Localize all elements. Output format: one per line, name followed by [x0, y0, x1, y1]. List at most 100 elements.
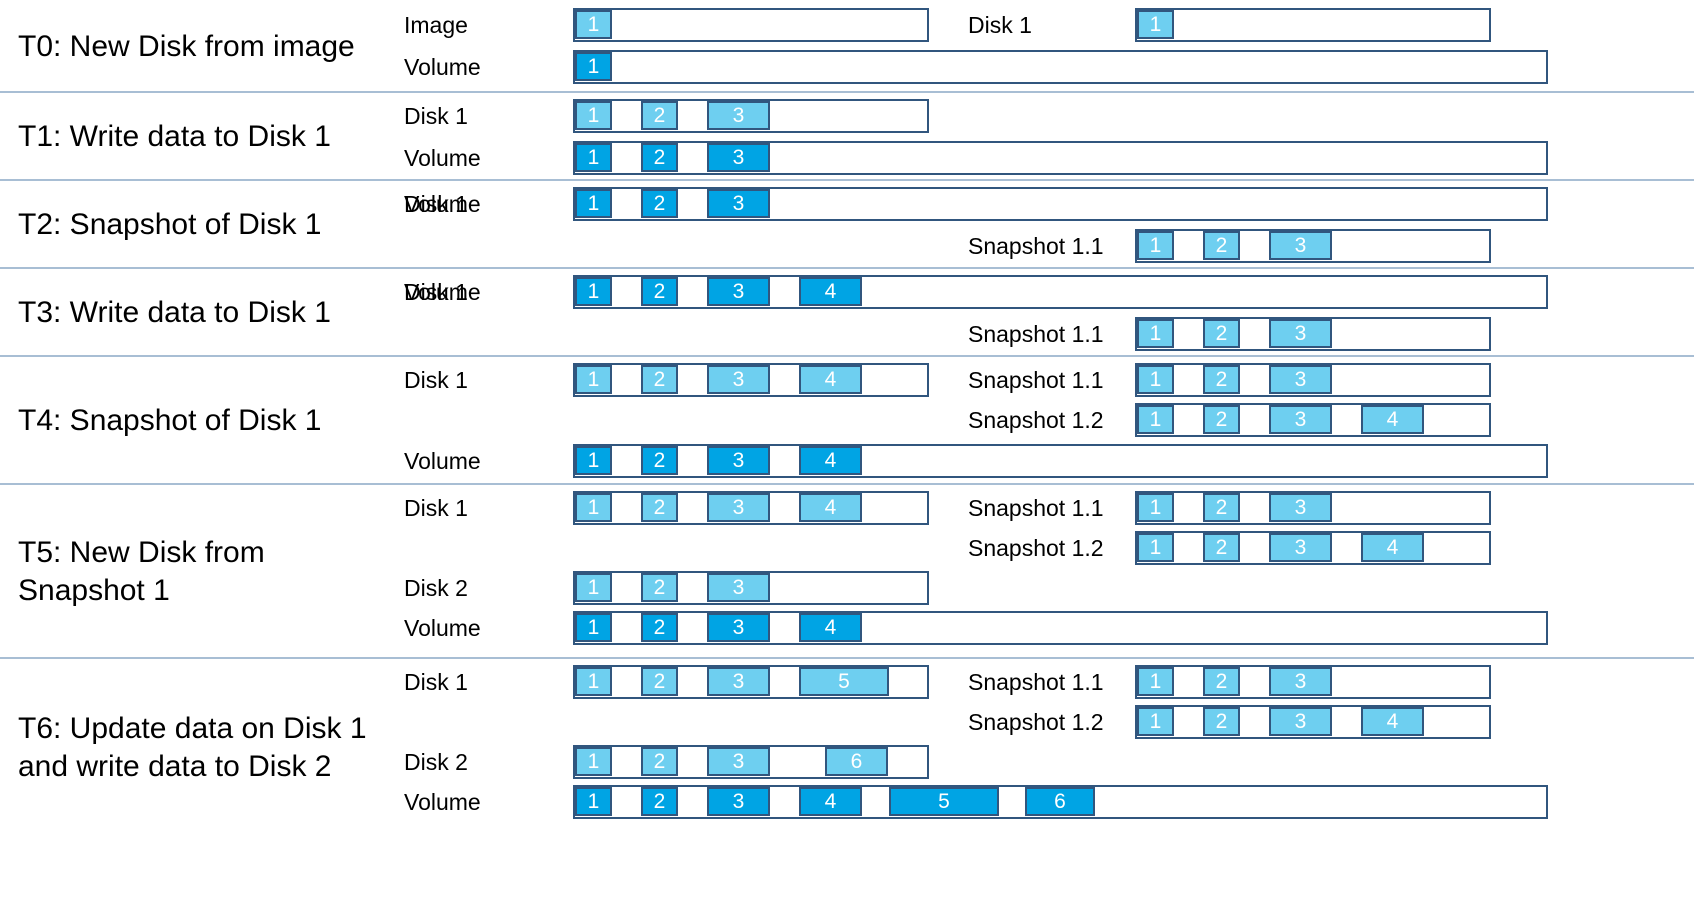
data-block: 1: [575, 10, 612, 39]
track-disk-1: 1: [1135, 8, 1491, 42]
bar-label-disk-2: Disk 2: [404, 575, 468, 601]
data-block: 4: [1361, 707, 1424, 736]
data-block: 1: [575, 365, 612, 394]
data-block: 3: [1269, 231, 1332, 260]
bar-label-snapshot-1-1: Snapshot 1.1: [968, 669, 1104, 695]
data-block: 1: [1137, 707, 1174, 736]
data-block: 1: [1137, 10, 1174, 39]
bar-label-snapshot-1-2: Snapshot 1.2: [968, 407, 1104, 433]
data-block: 3: [707, 365, 770, 394]
data-block: 3: [1269, 319, 1332, 348]
bar-label-volume: Volume: [404, 789, 481, 815]
bar-label-snapshot-1-2: Snapshot 1.2: [968, 709, 1104, 735]
data-block: 1: [575, 189, 612, 218]
data-block: 1: [1137, 405, 1174, 434]
data-block: 3: [1269, 405, 1332, 434]
data-block: 3: [1269, 667, 1332, 696]
data-block: 3: [707, 189, 770, 218]
data-block: 2: [1203, 667, 1240, 696]
data-block: 6: [1025, 787, 1095, 816]
step-label-t2: T2: Snapshot of Disk 1: [18, 208, 322, 241]
bar-label-disk-1: Disk 1: [968, 12, 1032, 38]
data-block: 1: [575, 787, 612, 816]
data-block: 4: [799, 787, 862, 816]
bar-label-volume: Volume: [404, 279, 481, 305]
data-block: 1: [1137, 667, 1174, 696]
data-block: 1: [575, 573, 612, 602]
data-block: 3: [1269, 533, 1332, 562]
bar-label-snapshot-1-2: Snapshot 1.2: [968, 535, 1104, 561]
step-label-t5: T5: New Disk from Snapshot 1: [18, 536, 265, 607]
data-block: 1: [575, 667, 612, 696]
data-block: 3: [707, 747, 770, 776]
data-block: 2: [1203, 533, 1240, 562]
data-block: 1: [1137, 493, 1174, 522]
bar-label-volume: Volume: [404, 145, 481, 171]
bar-row: Disk 1 1: [0, 8, 1694, 42]
data-block: 1: [1137, 533, 1174, 562]
track-volume: 1: [573, 50, 1548, 84]
bar-label-snapshot-1-1: Snapshot 1.1: [968, 367, 1104, 393]
data-block: 1: [1137, 319, 1174, 348]
data-block: 2: [641, 493, 678, 522]
data-block: 2: [641, 787, 678, 816]
track-image: 1: [573, 8, 929, 42]
data-block: 1: [575, 52, 612, 81]
bar-label-disk-1: Disk 1: [404, 103, 468, 129]
data-block: 3: [707, 787, 770, 816]
data-block: 4: [799, 613, 862, 642]
bar-label-volume: Volume: [404, 448, 481, 474]
data-block: 1: [1137, 231, 1174, 260]
step-label-t0: T0: New Disk from image: [18, 29, 355, 63]
data-block: 1: [575, 446, 612, 475]
data-block: 2: [641, 277, 678, 306]
data-block: 2: [1203, 365, 1240, 394]
data-block: 2: [641, 365, 678, 394]
data-block: 2: [641, 667, 678, 696]
data-block: 3: [707, 493, 770, 522]
bar-label-disk-2: Disk 2: [404, 749, 468, 775]
data-block: 4: [799, 493, 862, 522]
data-block: 1: [575, 277, 612, 306]
data-block: 2: [641, 747, 678, 776]
data-block: 3: [707, 101, 770, 130]
data-block: 4: [799, 277, 862, 306]
data-block: 2: [1203, 319, 1240, 348]
timeline-step-t6: T6: Update data on Disk 1 and write data…: [0, 659, 1694, 837]
data-block: 2: [641, 143, 678, 172]
bar-label-snapshot-1-1: Snapshot 1.1: [968, 233, 1104, 259]
